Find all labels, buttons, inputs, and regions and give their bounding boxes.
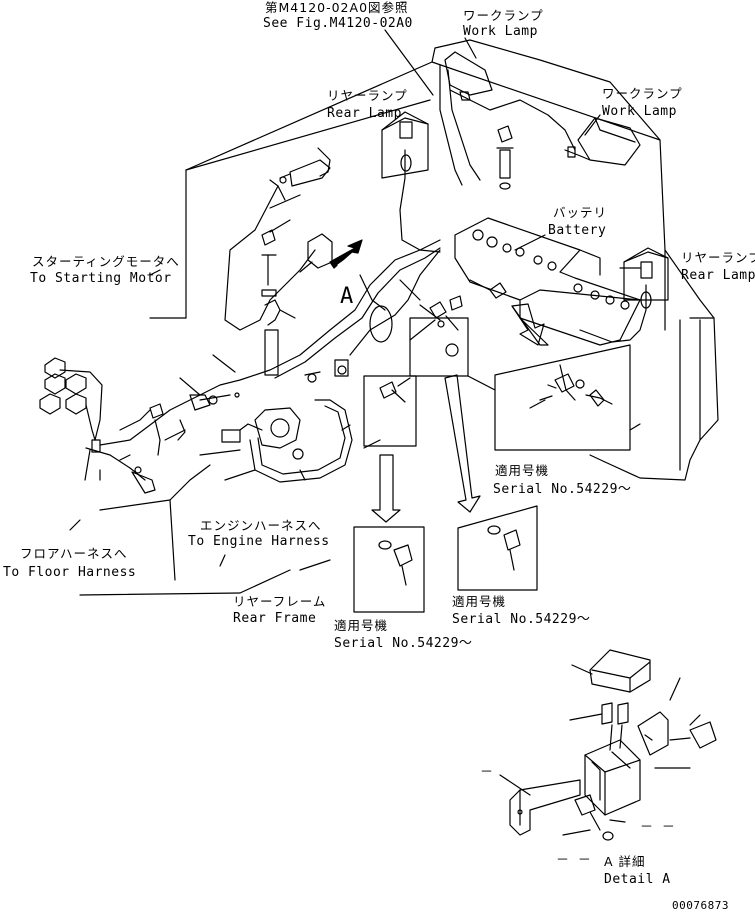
detail-a-leaders — [499, 664, 701, 836]
subview-serial-left — [353, 526, 425, 613]
detail-dash-right: － － — [640, 820, 676, 835]
starting-motor-jp: スターティングモータへ — [32, 254, 180, 269]
detail-a-en: Detail A — [604, 872, 671, 887]
relay-assembly — [149, 392, 353, 483]
battery-en: Battery — [548, 223, 607, 238]
rear-lamp-left — [381, 111, 441, 253]
rear-lamp-right — [579, 247, 669, 343]
work-lamp-right — [564, 117, 641, 166]
floor-harness-en: To Floor Harness — [3, 565, 137, 580]
engine-harness-jp: エンジンハーネスへ — [200, 518, 322, 533]
arrow-right-corner — [511, 303, 545, 346]
battery-jp: バッテリ — [553, 205, 608, 220]
serial-mid-jp: 適用号機 — [452, 594, 507, 609]
view-a-arrow — [329, 239, 363, 269]
rear-lamp-right-jp: リヤーランプ — [681, 250, 755, 265]
rear-frame-en: Rear Frame — [233, 611, 317, 626]
rear-lamp-left-en: Rear Lamp — [327, 106, 402, 121]
floor-harness-connectors — [39, 357, 161, 494]
detail-box-right — [494, 344, 641, 451]
arrow-left-down — [371, 454, 401, 523]
work-lamp-right-jp: ワークランプ — [602, 86, 683, 101]
detail-a-jp: A 詳細 — [604, 854, 646, 869]
bolt-group — [429, 125, 514, 357]
detail-box-center — [363, 317, 469, 447]
work-lamp-right-en: Work Lamp — [602, 104, 677, 119]
rear-frame-lines — [99, 449, 256, 581]
ref-fig-jp: 第M4120-02A0図参照 — [265, 0, 409, 15]
view-a-label: A — [340, 284, 354, 309]
main-harness — [99, 239, 441, 446]
leader-lines — [69, 29, 641, 596]
serial-left-en: Serial No.54229～ — [334, 636, 473, 651]
drawing-number: 00076873 — [672, 899, 729, 912]
work-lamp-top — [439, 51, 576, 186]
engine-harness-en: To Engine Harness — [188, 534, 330, 549]
serial-left-jp: 適用号機 — [334, 618, 389, 633]
rear-lamp-right-en: Rear Lamp — [681, 268, 755, 283]
detail-dash-left: － — [480, 765, 494, 780]
detail-dash-bottom: － － — [556, 853, 592, 868]
floor-harness-jp: フロアハーネスへ — [20, 546, 128, 561]
work-lamp-top-en: Work Lamp — [463, 24, 538, 39]
serial-right-jp: 適用号機 — [495, 463, 550, 478]
starting-motor-en: To Starting Motor — [30, 271, 172, 286]
rear-lamp-left-jp: リヤーランプ — [327, 88, 408, 103]
arrow-mid-down — [444, 374, 481, 513]
machine-body-outline — [149, 39, 719, 481]
rear-frame-jp: リヤーフレーム — [233, 594, 327, 609]
battery — [454, 217, 641, 346]
serial-mid-en: Serial No.54229～ — [452, 612, 591, 627]
detail-a-drawing — [509, 649, 717, 841]
serial-right-en: Serial No.54229～ — [493, 482, 632, 497]
work-lamp-top-jp: ワークランプ — [463, 8, 544, 23]
subview-serial-mid — [457, 505, 538, 591]
ref-fig-en: See Fig.M4120-02A0 — [263, 16, 413, 31]
